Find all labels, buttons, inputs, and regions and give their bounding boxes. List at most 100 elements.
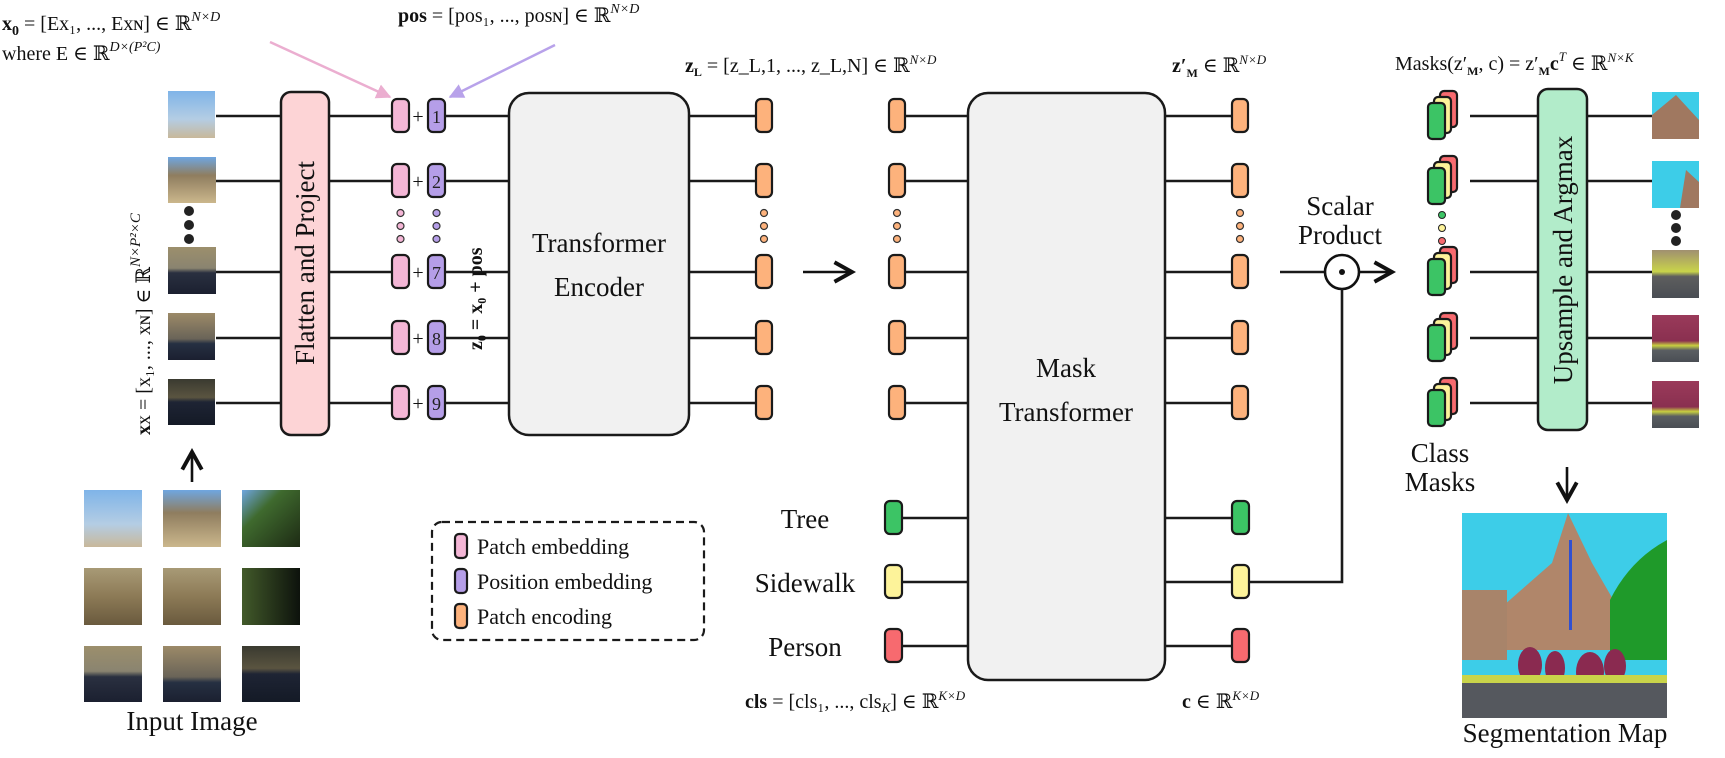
position-index: 7 (432, 263, 441, 283)
class-embedding-token (883, 627, 904, 664)
scalar-product: Scalar Product (1248, 191, 1392, 584)
position-embedding-arrow (448, 43, 556, 99)
svg-text:Upsample and Argmax: Upsample and Argmax (1548, 135, 1578, 384)
formula-x-vertical: xx = [x₁, ..., xɴ] ∈ ℝN×P²×C (128, 212, 155, 435)
patch-embedding-token (390, 319, 411, 356)
class-masks-label-2: Masks (1405, 467, 1476, 497)
position-embedding-token (426, 319, 447, 356)
plus-sign: + (412, 106, 423, 128)
class-mask-stack-icon (1426, 376, 1459, 428)
ellipsis-dot (892, 221, 902, 231)
class-label: Sidewalk (755, 568, 856, 598)
svg-text:xx = [x₁, ..., xɴ] ∈ ℝN×P²×C: xx = [x₁, ..., xɴ] ∈ ℝN×P²×C (128, 212, 155, 435)
patch-row: +8 (216, 319, 1652, 356)
formula-x0: x0 = [Ex₁, ..., Exɴ] ∈ ℝN×D where E ∈ ℝD… (2, 10, 220, 65)
ellipsis-dot (396, 234, 405, 244)
ellipsis-dot (432, 208, 441, 218)
patch-row: +2 (216, 162, 1652, 199)
svg-text:z₀ = x₀ + pos: z₀ = x₀ + pos (465, 247, 487, 350)
class-embedding-token (883, 563, 904, 600)
class-row-sidewalk: Sidewalk (755, 563, 1251, 600)
class-embedding-token (883, 499, 904, 536)
patch-thumb-9 (168, 379, 215, 425)
patch-encoding-token (887, 97, 907, 134)
ellipsis-dot (432, 221, 441, 231)
svg-text:zL = [z_L,1, ..., z_L,N] ∈ ℝN×: zL = [z_L,1, ..., z_L,N] ∈ ℝN×D (685, 52, 937, 79)
class-mask-stack-icon (1426, 89, 1459, 141)
svg-text:Product: Product (1298, 220, 1382, 250)
class-label: Person (768, 632, 842, 662)
patch-thumb-2 (168, 157, 216, 203)
position-index: 9 (432, 394, 441, 414)
formula-masks: Masks(z′M, c) = z′McT ∈ ℝN×K (1395, 49, 1635, 78)
svg-text:where E ∈ ℝD×(P²C): where E ∈ ℝD×(P²C) (2, 40, 161, 65)
ellipsis-dot (184, 206, 194, 216)
legend-label: Position embedding (477, 569, 652, 594)
patch-encoding-token (1230, 97, 1250, 134)
transformer-encoder-block: Transformer Encoder (507, 91, 691, 437)
legend-swatch (453, 532, 469, 560)
class-row-tree: Tree (781, 499, 1251, 536)
ellipsis-dot (759, 221, 769, 231)
formula-pos: pos = [pos₁, ..., posɴ] ∈ ℝN×D (398, 2, 639, 27)
plus-sign: + (412, 262, 423, 284)
ellipsis-dot (1235, 208, 1245, 218)
input-patches (168, 91, 216, 425)
mask-transformer-block: Mask Transformer (966, 91, 1167, 682)
class-masks-dots (1438, 211, 1446, 245)
patch-embedding-token (390, 384, 411, 421)
class-masks (1426, 89, 1459, 428)
patch-encoding-token (754, 162, 774, 199)
position-embedding-token (426, 97, 447, 134)
patch-encoding-token (887, 253, 907, 290)
ellipsis-dot (759, 234, 769, 244)
plus-sign: + (412, 393, 423, 415)
ellipsis-dot (432, 234, 441, 244)
patch-encoding-token (1230, 253, 1250, 290)
ellipsis-dot (1235, 234, 1245, 244)
patch-encoding-token (754, 319, 774, 356)
patch-row: +1 (216, 97, 1652, 134)
patch-encoding-token (754, 97, 774, 134)
ellipsis-dot (184, 234, 194, 244)
patch-rows: +1+2+7+8+9 (216, 97, 1652, 421)
position-embedding-token (426, 384, 447, 421)
class-row-person: Person (768, 627, 1251, 664)
input-image-caption: Input Image (126, 706, 257, 736)
plus-sign: + (412, 171, 423, 193)
patch-embedding-token (390, 162, 411, 199)
ellipsis-dot (892, 208, 902, 218)
class-mask-stack-icon (1426, 154, 1459, 206)
patch-encoding-token (887, 384, 907, 421)
segmentation-map (1462, 513, 1667, 718)
class-output-token (1230, 627, 1251, 664)
ellipsis-dot (759, 208, 769, 218)
class-output-token (1230, 499, 1251, 536)
class-output-token (1230, 563, 1251, 600)
patch-encoding-token (1230, 319, 1250, 356)
seg-patch-8 (1652, 315, 1699, 362)
legend-item: Patch embedding (453, 532, 629, 560)
patch-thumb-1 (168, 91, 215, 138)
legend-label: Patch embedding (477, 534, 629, 559)
patch-encoding-token (1230, 384, 1250, 421)
svg-text:pos = [pos₁, ..., posɴ] ∈ ℝN×D: pos = [pos₁, ..., posɴ] ∈ ℝN×D (398, 2, 639, 27)
patch-encoding-token (1230, 162, 1250, 199)
plus-sign: + (412, 328, 423, 350)
position-index: 2 (432, 172, 441, 192)
upsample-argmax-block: Upsample and Argmax (1536, 87, 1589, 432)
patch-encoding-token (754, 253, 774, 290)
patch-embedding-token (390, 97, 411, 134)
patch-encoding-token (887, 162, 907, 199)
legend-swatch (453, 602, 469, 630)
formula-zM: z′M ∈ ℝN×D (1172, 52, 1267, 80)
ellipsis-dot (1235, 221, 1245, 231)
ellipsis-dot (892, 234, 902, 244)
ellipsis-dot (396, 208, 405, 218)
patch-thumb-8 (168, 313, 215, 360)
seg-patch-7 (1652, 250, 1699, 298)
patch-encoding-token (754, 384, 774, 421)
